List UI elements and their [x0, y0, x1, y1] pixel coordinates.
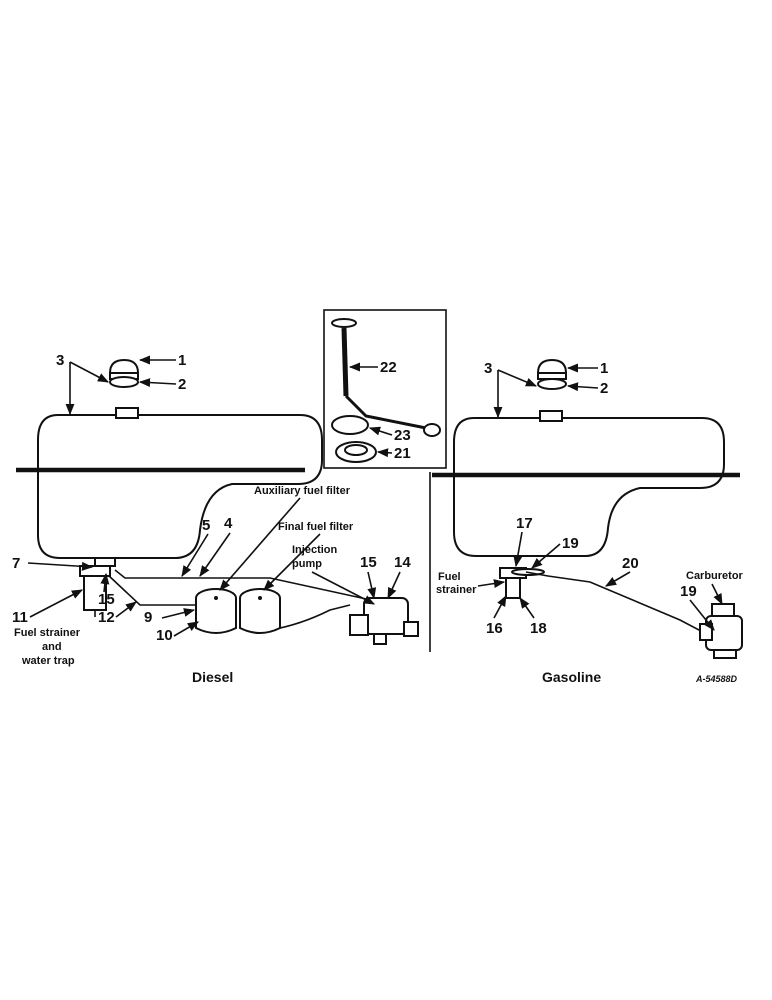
- callout-1: 1: [178, 352, 186, 369]
- diesel-tank: [16, 407, 323, 567]
- callout-15-strainer: 15: [98, 591, 115, 608]
- diesel-fuel-line-lower: [107, 574, 200, 606]
- callout-7: 7: [12, 555, 20, 572]
- callout-3: 3: [56, 352, 64, 369]
- label-strainer: strainer: [436, 584, 477, 596]
- callout-16: 16: [486, 620, 503, 637]
- label-final-fuel-filter: Final fuel filter: [278, 521, 354, 533]
- sending-unit-inset: [323, 309, 447, 469]
- injection-pump: [349, 597, 419, 645]
- callout-11: 11: [12, 609, 28, 626]
- callout-18: 18: [530, 620, 547, 637]
- auxiliary-fuel-filter: [195, 588, 237, 634]
- callout-5: 5: [202, 517, 210, 534]
- label-fuel-strainer: Fuel strainer: [14, 627, 81, 639]
- gasoline-tank: [432, 410, 740, 557]
- callout-4: 4: [224, 515, 233, 532]
- callout-19b: 19: [680, 583, 697, 600]
- inset-frame: [323, 309, 447, 469]
- diesel-filler-cap: [108, 358, 140, 388]
- label-injection: Injection: [292, 544, 338, 556]
- label-fuel: Fuel: [438, 571, 461, 583]
- callout-2: 2: [178, 376, 186, 393]
- carburetor: [699, 603, 743, 659]
- caption-diesel: Diesel: [192, 669, 233, 685]
- label-water-trap: water trap: [21, 655, 75, 667]
- drawing-code: A-54588D: [695, 674, 738, 684]
- final-fuel-filter: [239, 588, 281, 634]
- gasoline-fuel-line: [525, 571, 719, 641]
- callout-22: 22: [380, 359, 397, 376]
- diesel-fuel-line: [114, 569, 381, 603]
- callout-12: 12: [98, 609, 115, 626]
- callout-17: 17: [516, 515, 533, 532]
- callout-14: 14: [394, 554, 411, 571]
- callout-19a: 19: [562, 535, 579, 552]
- callout-15-pump: 15: [360, 554, 377, 571]
- label-pump: pump: [292, 558, 322, 570]
- caption-gasoline: Gasoline: [542, 669, 601, 685]
- callout-23: 23: [394, 427, 411, 444]
- label-and: and: [42, 641, 62, 653]
- label-auxiliary-fuel-filter: Auxiliary fuel filter: [254, 485, 351, 497]
- callout-g2: 2: [600, 380, 608, 397]
- gasoline-fuel-strainer: [499, 567, 545, 599]
- callout-9: 9: [144, 609, 152, 626]
- callout-10: 10: [156, 627, 173, 644]
- callout-g3: 3: [484, 360, 492, 377]
- callout-21: 21: [394, 445, 411, 462]
- label-carburetor: Carburetor: [686, 570, 744, 582]
- gasoline-filler-cap: [536, 358, 568, 390]
- callout-20: 20: [622, 555, 639, 572]
- callout-g1: 1: [600, 360, 608, 377]
- diesel-return-line: [269, 604, 351, 631]
